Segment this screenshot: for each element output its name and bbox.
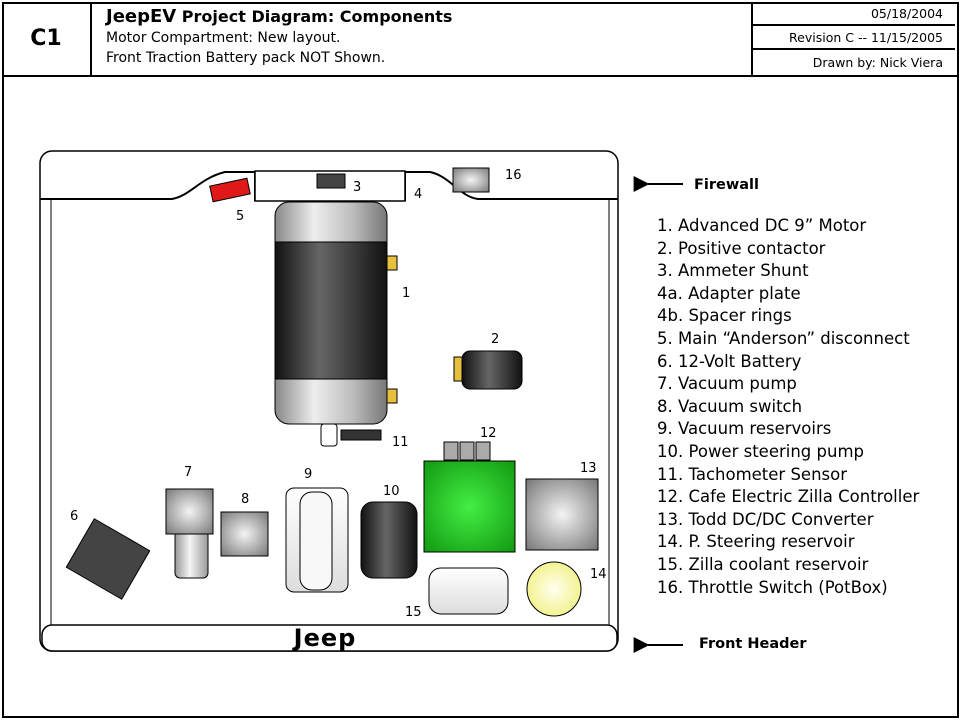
date: 05/18/2004 — [753, 2, 955, 26]
legend-item: 12. Cafe Electric Zilla Controller — [657, 487, 920, 507]
legend-item: 15. Zilla coolant reservoir — [657, 554, 869, 574]
ammeter-shunt — [316, 173, 346, 189]
num-4: 4 — [414, 187, 422, 202]
title-block: C1 JeepEV Project Diagram: Components Mo… — [2, 2, 959, 77]
num-16: 16 — [505, 168, 522, 183]
main-disconnect — [209, 177, 251, 203]
positive-contactor — [453, 350, 523, 390]
legend-item: 1. Advanced DC 9” Motor — [657, 216, 867, 235]
num-13: 13 — [580, 461, 597, 476]
legend-item: 4a. Adapter plate — [657, 283, 801, 303]
tachometer-sensor — [340, 429, 382, 441]
drawn-by: Drawn by: Nick Viera — [812, 54, 943, 70]
legend-item: 7. Vacuum pump — [657, 374, 797, 394]
num-11: 11 — [392, 435, 409, 450]
jeep-logo: Jeep — [292, 624, 357, 652]
project-subtitle: Project Diagram: Components — [176, 7, 453, 26]
num-7: 7 — [184, 465, 192, 480]
vacuum-reservoirs — [285, 487, 349, 593]
num-2: 2 — [491, 332, 499, 347]
num-1: 1 — [402, 286, 410, 301]
coolant-reservoir — [428, 567, 509, 615]
legend-item: 2. Positive contactor — [657, 238, 826, 258]
num-8: 8 — [241, 492, 249, 507]
description-line-2: Front Traction Battery pack NOT Shown. — [106, 50, 386, 66]
power-steering-pump — [360, 501, 418, 579]
dcdc-converter — [525, 478, 599, 551]
zilla-controller — [423, 441, 516, 553]
project-name: JeepEV — [106, 6, 177, 27]
num-12: 12 — [480, 426, 497, 441]
num-5: 5 — [236, 209, 244, 224]
legend-item: 6. 12-Volt Battery — [657, 351, 802, 371]
legend-item: 14. P. Steering reservoir — [657, 532, 855, 552]
legend-item: 9. Vacuum reservoirs — [657, 419, 832, 439]
revision-cell: 05/18/2004 Revision C -- 11/15/2005 Draw… — [753, 2, 955, 75]
legend-item: 4b. Spacer rings — [657, 306, 792, 326]
front-header-bar — [41, 624, 618, 652]
ps-reservoir — [526, 561, 582, 617]
potbox — [452, 167, 490, 193]
legend-item: 16. Throttle Switch (PotBox) — [657, 577, 888, 597]
sheet-code: C1 — [2, 2, 92, 75]
legend-item: 8. Vacuum switch — [657, 396, 803, 416]
firewall-label: Firewall — [694, 177, 759, 193]
dc-motor — [274, 201, 398, 447]
legend-item: 5. Main “Anderson” disconnect — [657, 328, 910, 348]
legend-item: 10. Power steering pump — [657, 441, 865, 461]
title-cell: JeepEV Project Diagram: Components Motor… — [92, 2, 753, 75]
battery-12v — [65, 518, 151, 600]
component-legend: 1. Advanced DC 9” Motor 2. Positive conta… — [657, 215, 919, 599]
num-14: 14 — [590, 567, 607, 582]
project-title: JeepEV Project Diagram: Components — [106, 6, 751, 28]
vacuum-switch — [220, 511, 269, 557]
legend-item: 13. Todd DC/DC Converter — [657, 509, 874, 529]
legend-item: 11. Tachometer Sensor — [657, 464, 847, 484]
revision: Revision C -- 11/15/2005 — [753, 26, 955, 50]
component-numbers: 1 2 3 4 5 6 7 8 9 10 11 12 13 14 15 16 — [70, 168, 607, 620]
num-9: 9 — [304, 467, 312, 482]
description-line-1: Motor Compartment: New layout. — [106, 30, 341, 46]
num-15: 15 — [405, 605, 422, 620]
legend-item: 3. Ammeter Shunt — [657, 261, 809, 281]
num-3: 3 — [353, 180, 361, 195]
num-10: 10 — [383, 484, 400, 499]
vacuum-pump — [165, 488, 214, 579]
num-6: 6 — [70, 509, 78, 524]
front-header-label: Front Header — [699, 636, 807, 652]
